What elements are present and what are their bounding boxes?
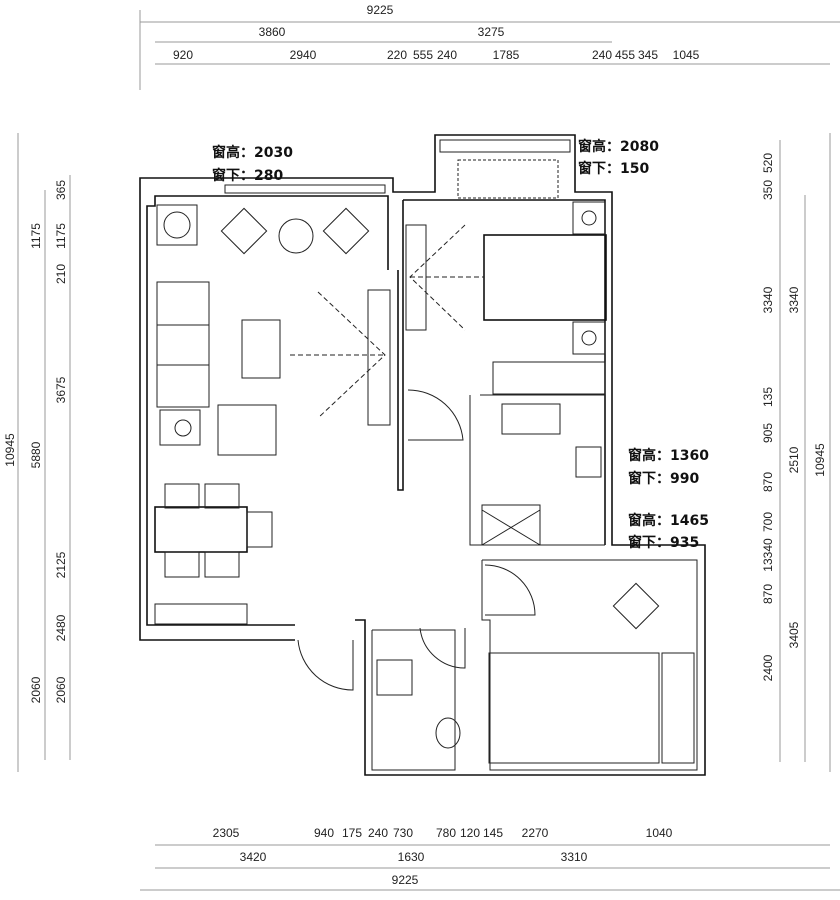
wardrobe: [492, 361, 606, 395]
dim-left-detail: 1175: [54, 223, 68, 249]
dim-top-total: 9225: [367, 3, 394, 17]
dim-right-mid: 3340: [787, 286, 801, 313]
dim-top-detail: 240: [592, 48, 612, 62]
dim-bottom-detail: 240: [368, 826, 388, 840]
dim-bottom-detail: 1040: [646, 826, 673, 840]
window-height-label: 窗高：2030: [212, 144, 293, 161]
bed-2: [488, 652, 660, 764]
coffee-table: [241, 319, 281, 379]
dim-right-detail: 520: [761, 153, 775, 173]
dim-bottom-detail: 145: [483, 826, 503, 840]
dim-top-detail: 1785: [493, 48, 520, 62]
dim-top-mid: 3275: [478, 25, 505, 39]
dim-left-total: 10945: [3, 433, 17, 467]
stove: [501, 403, 561, 435]
dim-bottom-detail: 2305: [213, 826, 240, 840]
dim-right-detail: 3340: [761, 286, 775, 313]
dimension-lines: [17, 10, 840, 891]
dim-right-mid: 3405: [787, 621, 801, 648]
dim-right-detail: 350: [761, 180, 775, 200]
dim-bottom-total: 9225: [392, 873, 419, 887]
sofa: [156, 281, 210, 408]
dim-bottom-detail: 2270: [522, 826, 549, 840]
window-sill-label: 窗下：935: [628, 534, 699, 551]
tv-cabinet: [367, 289, 391, 426]
window-sill-label: 窗下：280: [212, 167, 283, 184]
armchair: [217, 404, 277, 456]
dim-top-detail: 455: [615, 48, 635, 62]
dim-left-mid: 1175: [29, 223, 43, 249]
dim-left-detail: 2480: [54, 614, 68, 641]
dim-bottom-detail: 940: [314, 826, 334, 840]
dim-top-detail: 220: [387, 48, 407, 62]
window-sill-label: 窗下：150: [578, 160, 649, 177]
dim-top-detail: 555: [413, 48, 433, 62]
dim-left-detail: 2125: [54, 551, 68, 578]
dim-top-detail: 1045: [673, 48, 700, 62]
dim-bottom-detail: 730: [393, 826, 413, 840]
dim-right-detail: 2400: [761, 654, 775, 681]
dim-bottom-mid: 3310: [561, 850, 588, 864]
dim-bottom-detail: 120: [460, 826, 480, 840]
fridge: [481, 504, 541, 546]
window-labels: 窗高：2030 窗下：280 窗高：2080 窗下：150 窗高：1360 窗下…: [212, 138, 709, 551]
wardrobe-2: [661, 652, 695, 764]
bed: [483, 234, 607, 321]
dim-top-detail: 345: [638, 48, 658, 62]
dim-top-detail: 2940: [290, 48, 317, 62]
dim-bottom-detail: 780: [436, 826, 456, 840]
window-height-label: 窗高：2080: [578, 138, 659, 155]
bottom-dimensions: 2305 940 175 240 730 780 120 145 2270 10…: [213, 826, 673, 887]
dining-table: [154, 506, 248, 553]
dim-bottom-mid: 1630: [398, 850, 425, 864]
washing-machine: [156, 204, 198, 246]
dim-left-detail: 210: [54, 264, 68, 284]
dim-left-detail: 3675: [54, 376, 68, 403]
cabinet: [154, 603, 248, 625]
window-height-label: 窗高：1360: [628, 447, 709, 464]
dim-right-total: 10945: [813, 443, 827, 477]
doors: [297, 389, 536, 691]
dim-right-detail: 13340: [761, 538, 775, 572]
dim-bottom-detail: 175: [342, 826, 362, 840]
furniture: [154, 159, 695, 764]
dim-left-detail: 365: [54, 180, 68, 200]
top-dimensions: 9225 3860 3275 920 2940 220 555 240 1785…: [173, 3, 700, 62]
toilet: [435, 717, 461, 749]
dim-right-detail: 870: [761, 472, 775, 492]
dim-left-mid: 2060: [29, 676, 43, 703]
dim-top-mid: 3860: [259, 25, 286, 39]
dim-top-detail: 240: [437, 48, 457, 62]
dim-left-mid: 5880: [29, 441, 43, 468]
dim-top-detail: 920: [173, 48, 193, 62]
dim-right-detail: 700: [761, 512, 775, 532]
right-dimensions: 520 350 3340 135 905 870 700 13340 870 2…: [761, 153, 827, 682]
left-dimensions: 10945 1175 5880 2060 365 1175 210 3675 2…: [3, 180, 68, 704]
dim-right-detail: 135: [761, 387, 775, 407]
window-sill-label: 窗下：990: [628, 470, 699, 487]
dim-right-detail: 870: [761, 584, 775, 604]
dim-right-mid: 2510: [787, 446, 801, 473]
walls: [139, 134, 706, 776]
dim-left-detail: 2060: [54, 676, 68, 703]
window-height-label: 窗高：1465: [628, 512, 709, 529]
sink: [376, 659, 413, 696]
dim-bottom-mid: 3420: [240, 850, 267, 864]
dim-right-detail: 905: [761, 423, 775, 443]
